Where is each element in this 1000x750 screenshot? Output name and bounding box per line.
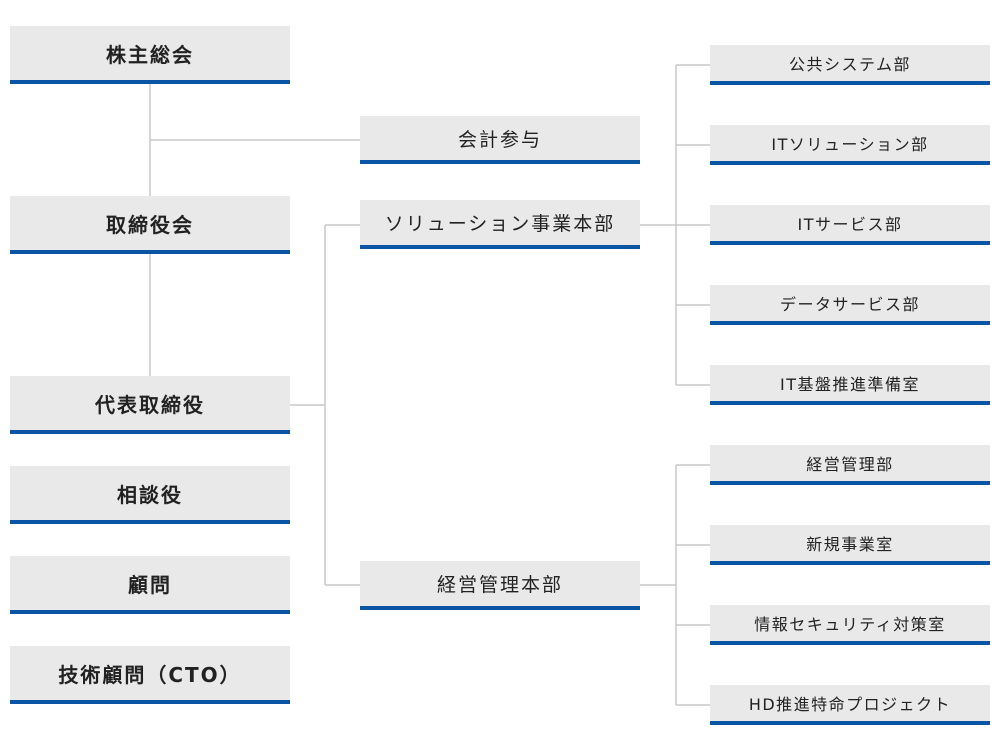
technical-advisor-box: 技術顧問（CTO） xyxy=(10,646,290,704)
it-services-dept-box: ITサービス部 xyxy=(710,205,990,245)
department-label: 公共システム部 xyxy=(788,55,912,74)
representative-director-label: 代表取締役 xyxy=(95,392,205,417)
department-label: IT基盤推進準備室 xyxy=(780,375,920,394)
public-systems-dept-box: 公共システム部 xyxy=(710,45,990,85)
department-label: 新規事業室 xyxy=(806,535,894,554)
department-label: 情報セキュリティ対策室 xyxy=(754,615,946,634)
board-of-directors-box: 取締役会 xyxy=(10,196,290,254)
representative-director-box: 代表取締役 xyxy=(10,376,290,434)
management-dept-box: 経営管理部 xyxy=(710,445,990,485)
board-of-directors-label: 取締役会 xyxy=(106,212,194,237)
department-label: ITサービス部 xyxy=(797,215,903,234)
advisor-box: 顧問 xyxy=(10,556,290,614)
it-infrastructure-office-box: IT基盤推進準備室 xyxy=(710,365,990,405)
management-division-box: 経営管理本部 xyxy=(360,561,640,610)
it-solutions-dept-box: ITソリューション部 xyxy=(710,125,990,165)
counselor-label: 相談役 xyxy=(117,482,183,507)
department-label: 経営管理部 xyxy=(806,455,894,474)
hd-special-project-box: HD推進特命プロジェクト xyxy=(710,685,990,725)
data-services-dept-box: データサービス部 xyxy=(710,285,990,325)
accounting-advisor-label: 会計参与 xyxy=(457,128,542,151)
new-business-office-box: 新規事業室 xyxy=(710,525,990,565)
solutions-division-label: ソリューション事業本部 xyxy=(384,213,616,235)
department-label: HD推進特命プロジェクト xyxy=(748,695,952,714)
department-label: ITソリューション部 xyxy=(771,135,929,154)
management-division-label: 経営管理本部 xyxy=(436,574,563,596)
advisor-label: 顧問 xyxy=(128,572,172,597)
shareholders-meeting-box: 株主総会 xyxy=(10,26,290,84)
solutions-division-box: ソリューション事業本部 xyxy=(360,200,640,249)
shareholders-meeting-label: 株主総会 xyxy=(106,42,194,67)
infosec-office-box: 情報セキュリティ対策室 xyxy=(710,605,990,645)
counselor-box: 相談役 xyxy=(10,466,290,524)
technical-advisor-label: 技術顧問（CTO） xyxy=(58,662,242,687)
accounting-advisor-box: 会計参与 xyxy=(360,116,640,164)
department-label: データサービス部 xyxy=(779,295,920,314)
